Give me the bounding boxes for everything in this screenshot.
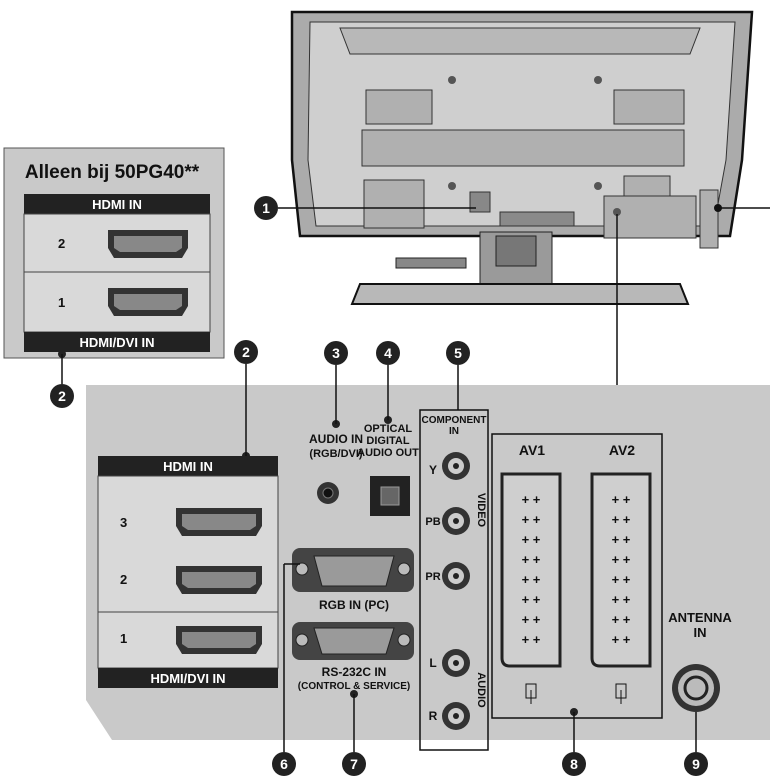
hdmi-port-icon	[108, 288, 188, 316]
callout-9: 9	[684, 712, 708, 776]
antenna-sublabel: IN	[694, 625, 707, 640]
svg-text:+ +: + +	[612, 572, 631, 587]
callout-7-label: 7	[350, 756, 358, 772]
hdmi-port-icon	[176, 508, 262, 536]
rs232-sublabel: (CONTROL & SERVICE)	[298, 681, 410, 692]
component-pr-label: PR	[425, 571, 440, 583]
tv-back-view	[290, 10, 754, 305]
svg-text:+ +: + +	[522, 592, 541, 607]
optical-label-3: AUDIO OUT	[357, 447, 419, 459]
rca-jack	[442, 702, 470, 730]
callout-4-label: 4	[384, 345, 392, 361]
rca-jack	[442, 452, 470, 480]
optical-label-2: DIGITAL	[366, 435, 409, 447]
svg-text:+ +: + +	[612, 532, 631, 547]
rs232-port: RS-232C IN (CONTROL & SERVICE)	[292, 622, 414, 692]
av2-label: AV2	[609, 442, 635, 458]
svg-text:+ +: + +	[612, 632, 631, 647]
scart-direction-icon	[615, 683, 627, 704]
svg-text:+ +: + +	[612, 612, 631, 627]
callout-2-inset-label: 2	[58, 388, 66, 404]
callout-1: 1	[254, 196, 476, 220]
audio-in-label: AUDIO IN	[309, 432, 363, 446]
component-y-label: Y	[429, 463, 437, 477]
svg-text:+ +: + +	[522, 612, 541, 627]
rca-jack	[442, 507, 470, 535]
antenna-port: ANTENNA IN	[668, 610, 732, 712]
rgb-in-port: RGB IN (PC)	[292, 548, 414, 612]
audio-in-sublabel: (RGB/DVI)	[309, 448, 363, 460]
scart-direction-icon	[525, 683, 537, 704]
component-pb-label: PB	[425, 516, 440, 528]
callout-6-label: 6	[280, 756, 288, 772]
svg-text:+ +: + +	[522, 632, 541, 647]
inset-port-label: 1	[58, 295, 65, 310]
callout-7: 7	[342, 690, 366, 776]
component-label: COMPONENT	[422, 415, 487, 426]
optical-out-port: OPTICAL DIGITAL AUDIO OUT	[357, 423, 419, 516]
audio-group-label: AUDIO	[475, 672, 487, 708]
av1-label: AV1	[519, 442, 545, 458]
component-block: COMPONENT IN Y PB PR L R VIDEO AUDIO	[419, 409, 489, 751]
callout-8-label: 8	[570, 756, 578, 772]
scart-socket-av2: + + + + + + + + + + + + + + + +	[590, 472, 652, 668]
svg-text:+ +: + +	[522, 492, 541, 507]
callout-5-label: 5	[454, 345, 462, 361]
inset-title: Alleen bij 50PG40**	[25, 162, 200, 183]
hdmi-port-icon	[176, 626, 262, 654]
svg-text:+ +: + +	[522, 532, 541, 547]
scart-block: AV1 AV2 + + + + + + + + + + + + + + + + …	[491, 433, 663, 719]
callout-4: 4	[376, 341, 400, 424]
hdmi-port-label: 3	[120, 515, 127, 530]
inset-header: HDMI IN	[92, 197, 142, 212]
callout-3-label: 3	[332, 345, 340, 361]
audio-l-label: L	[429, 656, 436, 670]
scart-socket-av1: + + + + + + + + + + + + + + + +	[500, 472, 562, 668]
callout-9-label: 9	[692, 756, 700, 772]
hdmi-port-label: 1	[120, 631, 127, 646]
inset-footer: HDMI/DVI IN	[79, 335, 154, 350]
video-group-label: VIDEO	[475, 493, 487, 528]
hdmi-port-label: 2	[120, 572, 127, 587]
rca-jack	[442, 649, 470, 677]
component-sublabel: IN	[449, 426, 459, 437]
callout-8: 8	[562, 708, 586, 776]
callout-3: 3	[324, 341, 348, 428]
hdmi-panel-header: HDMI IN	[163, 459, 213, 474]
rs232-label: RS-232C IN	[322, 665, 387, 679]
inset-panel: Alleen bij 50PG40** HDMI IN HDMI/DVI IN …	[3, 147, 225, 359]
callout-2-inset: 2	[50, 350, 74, 408]
callout-5: 5	[446, 341, 470, 410]
svg-text:+ +: + +	[522, 572, 541, 587]
audio-in-jack: AUDIO IN (RGB/DVI)	[309, 432, 363, 504]
rca-jack	[442, 562, 470, 590]
hdmi-panel-footer: HDMI/DVI IN	[150, 671, 225, 686]
callout-2-label: 2	[242, 344, 250, 360]
hdmi-port-icon	[176, 566, 262, 594]
callout-2: 2	[234, 340, 258, 460]
hdmi-port-icon	[108, 230, 188, 258]
svg-text:+ +: + +	[612, 592, 631, 607]
antenna-label: ANTENNA	[668, 610, 732, 625]
optical-label: OPTICAL	[364, 423, 413, 435]
hdmi-panel: HDMI IN HDMI/DVI IN 3 2 1	[97, 456, 279, 688]
svg-text:+ +: + +	[612, 552, 631, 567]
rgb-in-label: RGB IN (PC)	[319, 598, 389, 612]
callout-1-label: 1	[262, 200, 270, 216]
svg-text:+ +: + +	[612, 492, 631, 507]
svg-text:+ +: + +	[612, 512, 631, 527]
inset-port-label: 2	[58, 236, 65, 251]
svg-text:+ +: + +	[522, 552, 541, 567]
callout-6: 6	[272, 563, 300, 776]
svg-text:+ +: + +	[522, 512, 541, 527]
audio-r-label: R	[429, 709, 438, 723]
